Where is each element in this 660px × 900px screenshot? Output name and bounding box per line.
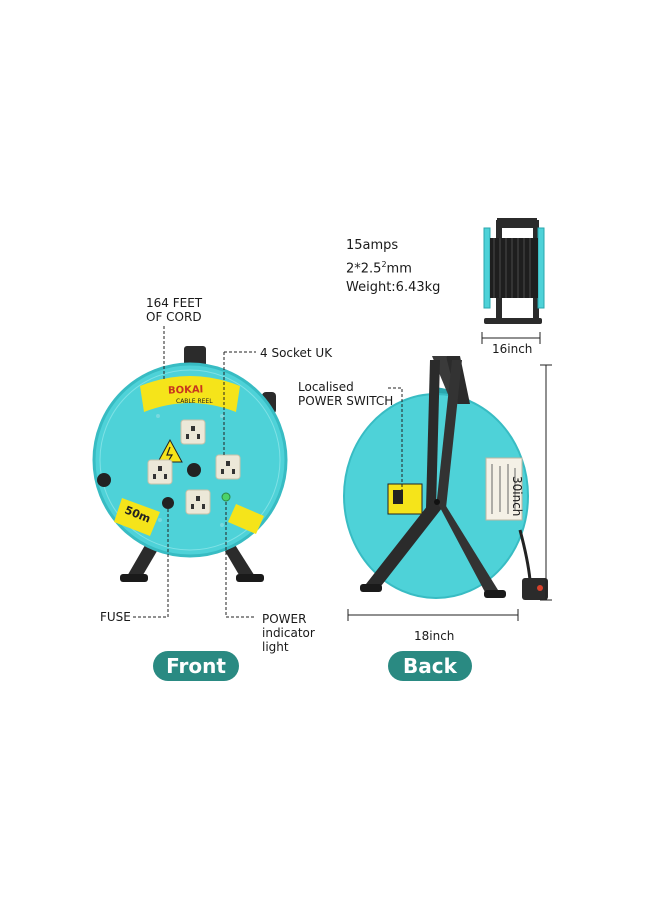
spec-cross-section-unit: mm	[386, 261, 412, 277]
spec-cross-section-sup: 2	[381, 260, 387, 269]
back-dimension-lines	[347, 364, 552, 621]
switch-label-line2: POWER SWITCH	[298, 394, 394, 408]
spec-cross-section: 2*2.52mm	[346, 255, 440, 278]
power-label-line2: indicator	[262, 626, 315, 640]
front-view-button[interactable]: Front	[153, 651, 239, 681]
spec-weight: Weight:6.43kg	[346, 280, 441, 296]
front-reel-view	[92, 346, 288, 582]
power-label-line1: POWER	[262, 612, 307, 626]
power-indicator-label: POWER indicator light	[262, 612, 315, 654]
reel-label: CABLE REEL	[176, 398, 213, 405]
front-leader-lines	[132, 326, 256, 618]
depth-dimension-label: 16inch	[492, 342, 533, 356]
spec-current: 15amps	[346, 238, 399, 253]
back-reel-view	[343, 356, 548, 600]
fuse-label: FUSE	[100, 610, 131, 624]
back-view-button[interactable]: Back	[388, 651, 472, 681]
spec-cross-section-value: 2*2.5	[346, 261, 382, 277]
cord-label-line1: 164 FEET	[146, 296, 203, 310]
side-reel-view	[481, 218, 545, 344]
spec-list: 15amps 2*2.52mm Weight:6.43kg	[346, 236, 440, 297]
power-switch-label: Localised POWER SWITCH	[298, 380, 393, 408]
switch-label-line1: Localised	[298, 380, 354, 394]
cord-length-label: 164 FEET OF CORD	[146, 296, 202, 324]
cord-label-line2: OF CORD	[146, 310, 202, 324]
width-dimension-label: 18inch	[414, 629, 455, 643]
height-dimension-label: 30inch	[510, 476, 524, 517]
brand-logo: BOKAI	[167, 384, 204, 397]
socket-count-label: 4 Socket UK	[260, 346, 333, 360]
power-label-line3: light	[262, 640, 289, 654]
